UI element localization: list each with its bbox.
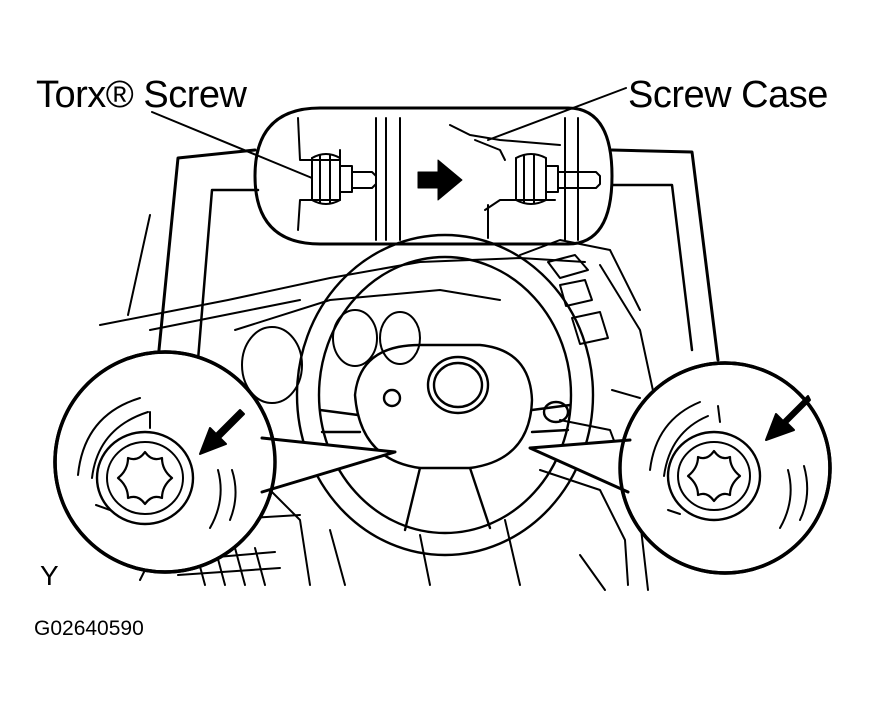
steering-wheel [295, 233, 595, 557]
screw-case-label: Screw Case [628, 74, 828, 116]
arrow-down-left-icon [765, 395, 811, 441]
torx-star-icon [116, 450, 174, 506]
view-letter-label: Y [40, 560, 59, 591]
label-leaders [151, 87, 627, 179]
right-detail-circle [528, 361, 832, 575]
arrow-down-left-icon [199, 409, 245, 455]
torx-screw-label: Torx® Screw [36, 74, 247, 116]
detail-callout [156, 106, 720, 362]
left-detail-circle [53, 350, 397, 574]
torx-star-icon [686, 449, 742, 503]
arrow-right-icon [417, 159, 463, 201]
figure-code-label: G02640590 [34, 617, 144, 640]
